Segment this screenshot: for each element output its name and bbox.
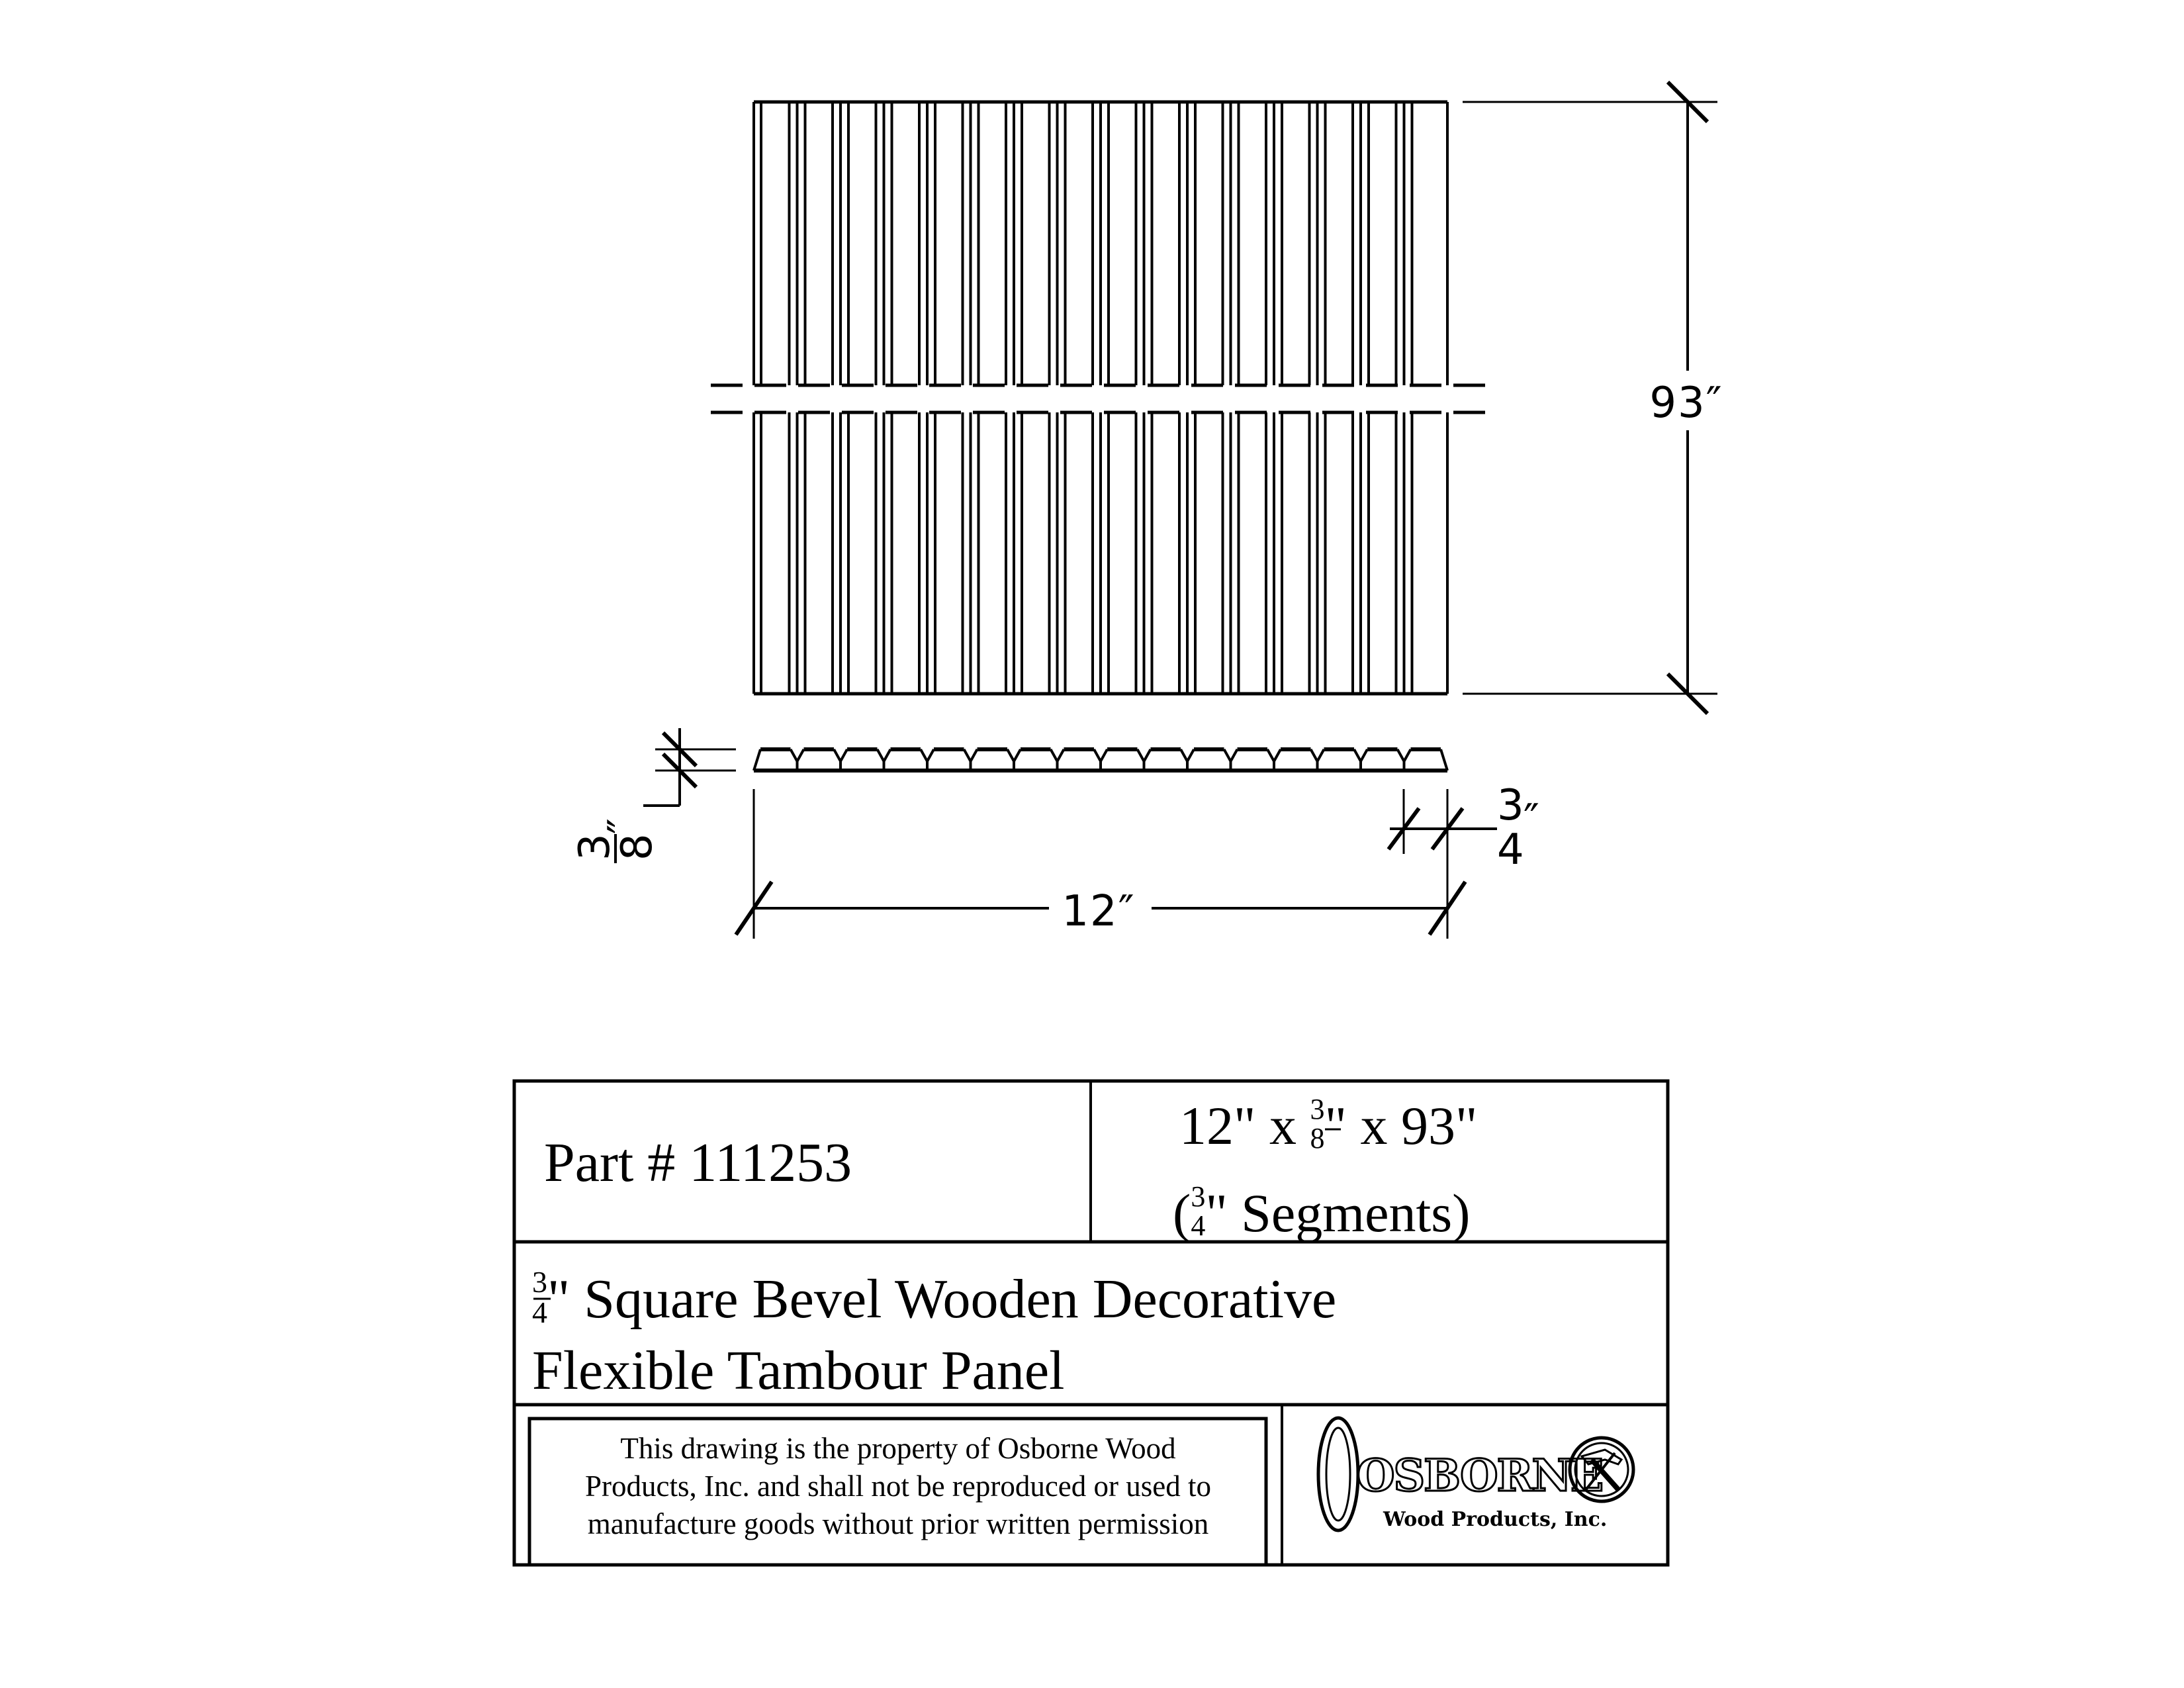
segment-bevel [1186, 749, 1195, 762]
logo-name: OSBORNE [1357, 1450, 1602, 1501]
segment-bevel [1359, 749, 1369, 762]
segment-bevel [1309, 749, 1319, 762]
disclaimer-line-2: Products, Inc. and shall not be reproduc… [585, 1470, 1211, 1503]
segment-bevel [1402, 749, 1412, 762]
height-dimension-label: 93″ [1649, 379, 1723, 428]
disclaimer-line-3: manufacture goods without prior written … [588, 1507, 1209, 1540]
segment-bevel [1013, 749, 1022, 762]
segment-bevel [789, 749, 799, 762]
width-dimension: 12″ [734, 789, 1467, 939]
segment-bevel [839, 749, 848, 762]
segment-bevel [926, 749, 935, 762]
thickness-den: 8 [613, 832, 662, 861]
part-number: Part # 111253 [544, 1132, 852, 1194]
segment-bevel [962, 749, 972, 762]
segment-bevel [1179, 749, 1189, 762]
osborne-logo: OSBORNE Wood Products, Inc. [1316, 1416, 1635, 1532]
width-dimension-label: 12″ [1062, 887, 1135, 936]
segment-bevel [1273, 749, 1282, 762]
segment-bevel [1099, 749, 1109, 762]
segment-bevel [1136, 749, 1146, 762]
segment-bevel [1142, 749, 1152, 762]
segment-unit: ″ [1524, 796, 1541, 845]
segment-bevel [882, 749, 892, 762]
thickness-dimension: 3 8 ″ [570, 728, 736, 863]
segment-bevel [1396, 749, 1406, 762]
hammer-nail-icon [1568, 1436, 1635, 1503]
segment-bevel [1006, 749, 1015, 762]
height-dimension: 93″ [1463, 80, 1723, 716]
segment-bevel [1093, 749, 1102, 762]
segment-bevel [919, 749, 929, 762]
segment-bevel [833, 749, 842, 762]
segment-bevel [1056, 749, 1066, 762]
panel-front-view [711, 100, 1485, 696]
segment-bevel [796, 749, 805, 762]
thickness-num: 3 [570, 832, 619, 861]
panel-profile-view [752, 747, 1449, 773]
disclaimer-line-1: This drawing is the property of Osborne … [620, 1432, 1175, 1465]
segment-bevel [1049, 749, 1059, 762]
segment-bevel [1439, 749, 1449, 771]
description-line-2: Flexible Tambour Panel [532, 1340, 1064, 1401]
segment-den: 4 [1497, 825, 1525, 874]
segment-dimension: 3 4 ″ [1387, 781, 1541, 939]
logo-subtitle: Wood Products, Inc. [1383, 1508, 1607, 1531]
segment-bevel [1222, 749, 1232, 762]
segment-bevel [752, 749, 762, 771]
segment-bevel [1353, 749, 1362, 762]
thickness-unit: ″ [600, 817, 649, 834]
segment-bevel [1266, 749, 1275, 762]
segment-bevel [876, 749, 886, 762]
segment-bevel [969, 749, 979, 762]
segment-bevel [1229, 749, 1239, 762]
segment-bevel [1316, 749, 1326, 762]
segment-num: 3 [1497, 781, 1525, 830]
